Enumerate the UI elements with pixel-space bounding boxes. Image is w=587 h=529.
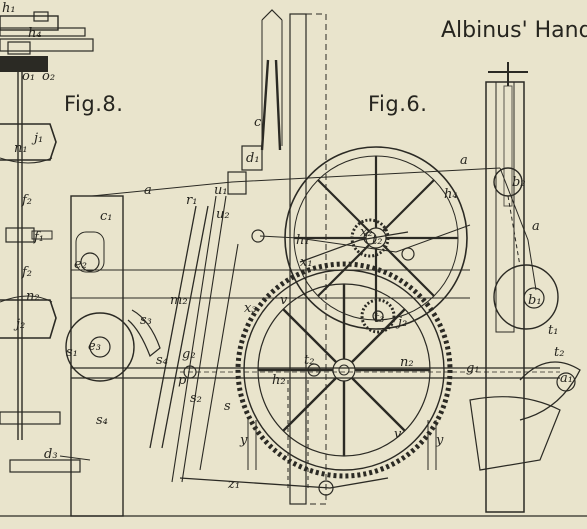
slanted-rods bbox=[149, 9, 283, 483]
label-a1: a₁ bbox=[560, 371, 573, 386]
fig8-title: Fig.8. bbox=[64, 92, 124, 116]
label-g1: g₁ bbox=[466, 361, 480, 376]
label-h4-top: h₄ bbox=[28, 26, 42, 41]
label-s3: s₃ bbox=[140, 313, 152, 328]
label-s4-a: s₄ bbox=[156, 353, 168, 368]
label-n1: n₁ bbox=[14, 141, 28, 156]
label-o2: o₂ bbox=[42, 69, 55, 84]
label-f1: f₁ bbox=[33, 230, 44, 245]
label-a-right: a bbox=[532, 219, 540, 234]
label-v-top: v bbox=[280, 293, 288, 308]
label-p: p bbox=[178, 373, 187, 388]
label-h1: h₁ bbox=[2, 1, 16, 16]
label-d3: d₃ bbox=[44, 447, 58, 462]
label-g2: g₂ bbox=[182, 347, 196, 362]
pinion-gears bbox=[350, 218, 396, 334]
label-j1: j₁ bbox=[31, 131, 43, 146]
label-c1: c₁ bbox=[100, 209, 113, 224]
threads bbox=[91, 167, 560, 496]
label-e3: e₃ bbox=[88, 339, 101, 354]
loom-frame bbox=[70, 13, 581, 517]
label-c: c bbox=[254, 115, 262, 130]
fig8-assembly bbox=[0, 11, 94, 473]
feet bbox=[247, 380, 437, 490]
label-j2-right: j₂ bbox=[395, 315, 407, 330]
label-m2: m₂ bbox=[170, 293, 188, 308]
label-z1: z₁ bbox=[227, 477, 240, 492]
label-x3: x₃ bbox=[244, 301, 257, 316]
label-s: s bbox=[224, 399, 231, 414]
label-t2-top: t₂ bbox=[372, 233, 382, 248]
label-s4-b: s₄ bbox=[96, 413, 108, 428]
label-f2-a: f₂ bbox=[21, 193, 32, 208]
label-a-left: a bbox=[144, 183, 152, 198]
label-h2: h₂ bbox=[272, 373, 286, 388]
label-s2: s₂ bbox=[190, 391, 202, 406]
label-n2-left: n₂ bbox=[26, 289, 40, 304]
label-h1-mid: h₁ bbox=[296, 233, 310, 248]
label-t2: t₂ bbox=[304, 353, 314, 368]
fig6-title: Fig.6. bbox=[368, 92, 428, 116]
label-t2-right: t₂ bbox=[554, 345, 564, 360]
label-x2: x₂ bbox=[360, 225, 373, 240]
left-rollers bbox=[65, 252, 161, 382]
label-b2: b₂ bbox=[512, 175, 526, 190]
label-j2-left: j₂ bbox=[13, 317, 25, 332]
label-v-bottom: v bbox=[394, 427, 402, 442]
label-u2: u₂ bbox=[216, 207, 230, 222]
label-n2-right: n₂ bbox=[400, 355, 414, 370]
gear-wheel bbox=[235, 261, 453, 479]
label-x1: x₁ bbox=[300, 255, 313, 270]
label-f2-b: f₂ bbox=[21, 265, 32, 280]
part-labels: h₁ h₄ o₁ o₂ j₁ n₁ f₂ f₁ f₂ n₂ j₂ d₃ c₁ e… bbox=[2, 1, 573, 492]
label-a-top: a bbox=[460, 153, 468, 168]
label-u1: u₁ bbox=[214, 183, 228, 198]
label-s1: s₁ bbox=[66, 345, 78, 360]
label-t3: t₃ bbox=[374, 311, 384, 326]
label-y-right: y bbox=[435, 433, 444, 448]
label-d1: d₁ bbox=[246, 151, 260, 166]
label-t1: t₁ bbox=[548, 323, 558, 338]
label-b1: b₁ bbox=[528, 293, 542, 308]
label-e2: e₂ bbox=[74, 257, 87, 272]
label-y-left: y bbox=[239, 433, 248, 448]
label-h4: h₄ bbox=[444, 187, 458, 202]
label-r1: r₁ bbox=[186, 193, 197, 208]
label-o1: o₁ bbox=[22, 69, 35, 84]
plate-title: Albinus' Handv bbox=[441, 18, 587, 43]
